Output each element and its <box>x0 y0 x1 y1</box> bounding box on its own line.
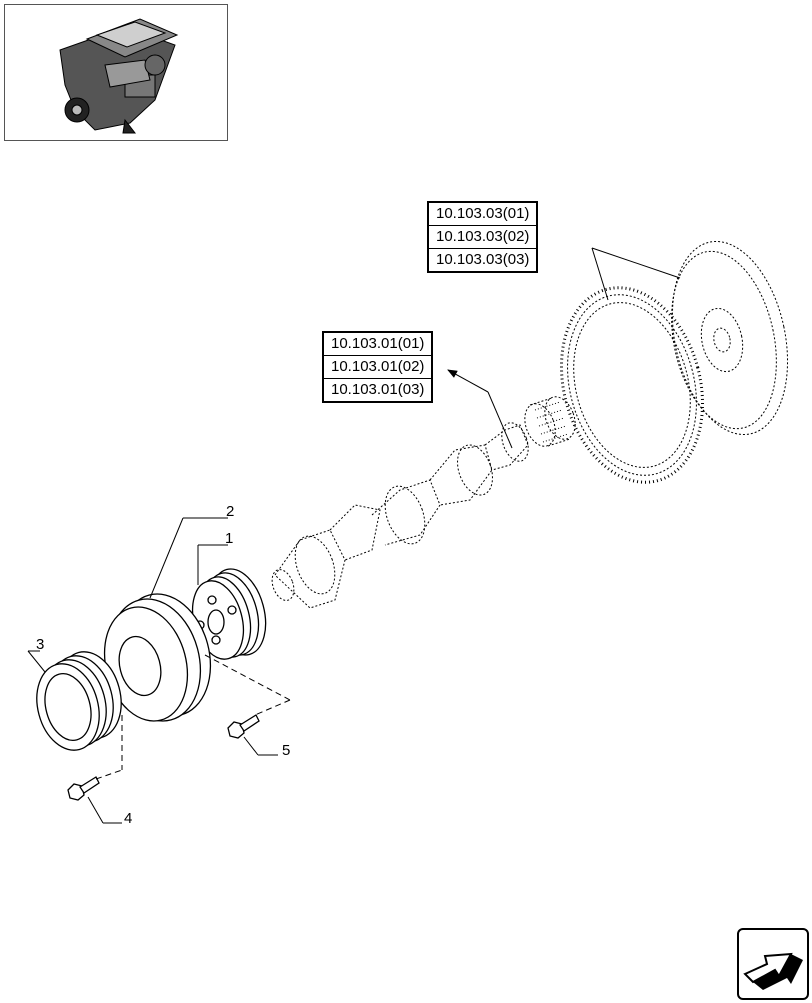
crankshaft <box>271 422 529 609</box>
damper-part-2 <box>103 593 212 722</box>
callout-2[interactable]: 2 <box>226 503 235 520</box>
next-page-button[interactable] <box>737 928 809 1000</box>
crankshaft-reference-box: 10.103.01(01) 10.103.01(02) 10.103.01(03… <box>322 331 434 403</box>
leader-lines <box>27 247 681 824</box>
engine-thumbnail-icon <box>59 18 179 134</box>
crankshaft-reference-link[interactable]: 10.103.01(02) <box>324 356 432 379</box>
assembly-guide-lines <box>95 654 291 780</box>
flywheel-reference-link[interactable]: 10.103.03(02) <box>429 226 537 249</box>
callout-4[interactable]: 4 <box>124 810 133 827</box>
crankshaft-reference-link[interactable]: 10.103.01(01) <box>324 333 432 356</box>
crankshaft-gear <box>524 396 576 447</box>
next-page-arrow-icon <box>743 952 803 990</box>
flywheel <box>671 240 789 436</box>
pulley-part-3 <box>36 651 122 751</box>
callout-5[interactable]: 5 <box>282 742 291 759</box>
bolt-part-4 <box>67 776 100 801</box>
callout-1[interactable]: 1 <box>225 530 234 547</box>
hub-part-1 <box>191 568 267 660</box>
ring-gear <box>559 286 705 484</box>
bolt-part-5 <box>227 714 260 739</box>
engine-thumbnail <box>4 4 228 141</box>
flywheel-reference-box: 10.103.03(01) 10.103.03(02) 10.103.03(03… <box>427 201 539 273</box>
flywheel-reference-link[interactable]: 10.103.03(01) <box>429 203 537 226</box>
callout-3[interactable]: 3 <box>36 636 45 653</box>
crankshaft-reference-link[interactable]: 10.103.01(03) <box>331 381 425 398</box>
flywheel-reference-link[interactable]: 10.103.03(03) <box>436 251 530 268</box>
